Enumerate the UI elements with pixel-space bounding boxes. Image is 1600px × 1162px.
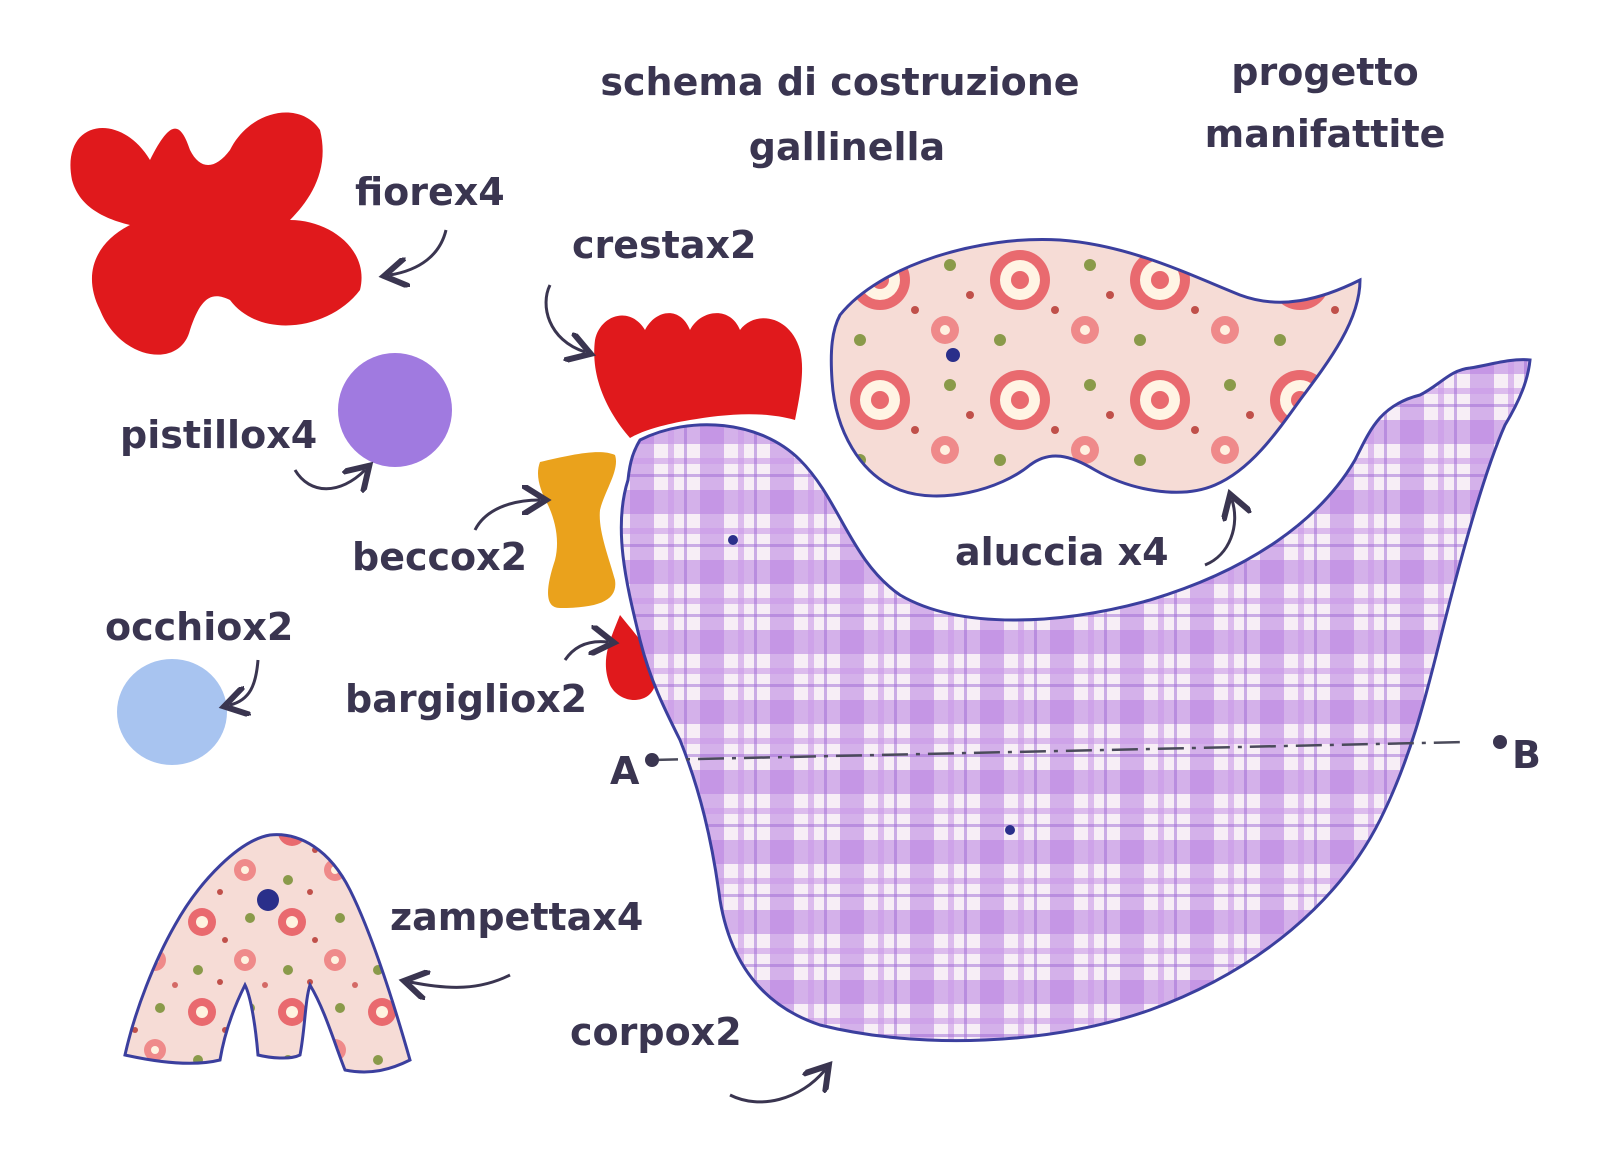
wing-mark bbox=[946, 348, 960, 362]
leg-fabric-piece bbox=[125, 835, 410, 1072]
point-b-label: B bbox=[1512, 733, 1541, 777]
title-line-1: schema di costruzione bbox=[600, 60, 1079, 104]
arrow-corpo bbox=[730, 1070, 825, 1102]
leg-mark bbox=[257, 889, 279, 911]
point-a-label: A bbox=[610, 749, 640, 793]
credit-line-2: manifattite bbox=[1205, 112, 1446, 156]
point-a-marker bbox=[645, 753, 659, 767]
label-corpo: corpox2 bbox=[570, 1010, 742, 1054]
body-mark bbox=[1005, 825, 1015, 835]
arrow-fiore bbox=[390, 230, 446, 275]
arrow-pistillo bbox=[295, 470, 365, 489]
credit-line-1: progetto bbox=[1231, 50, 1418, 94]
wing-fabric-piece bbox=[831, 239, 1360, 496]
label-cresta: crestax2 bbox=[572, 223, 756, 267]
arrow-cresta bbox=[546, 285, 585, 352]
comb-felt-piece bbox=[594, 313, 802, 438]
flower-felt-piece bbox=[70, 113, 361, 355]
arrow-zampetta bbox=[410, 975, 510, 987]
arrow-becco bbox=[475, 500, 540, 530]
label-zampetta: zampettax4 bbox=[390, 895, 643, 939]
label-aluccia: aluccia x4 bbox=[955, 530, 1169, 574]
label-occhio: occhiox2 bbox=[105, 605, 293, 649]
arrow-bargiglio bbox=[565, 642, 608, 660]
beak-felt-piece bbox=[538, 452, 616, 608]
eye-felt-piece bbox=[117, 659, 227, 765]
label-bargiglio: bargigliox2 bbox=[345, 677, 587, 721]
label-becco: beccox2 bbox=[352, 535, 527, 579]
label-fiore: fiorex4 bbox=[355, 170, 505, 214]
label-pistillo: pistillox4 bbox=[120, 413, 317, 457]
arrow-occhio bbox=[230, 660, 258, 705]
point-b-marker bbox=[1493, 735, 1507, 749]
body-eye-mark bbox=[728, 535, 738, 545]
arrow-aluccia bbox=[1205, 500, 1235, 565]
title-line-2: gallinella bbox=[749, 125, 945, 169]
pistil-felt-piece bbox=[338, 353, 452, 467]
